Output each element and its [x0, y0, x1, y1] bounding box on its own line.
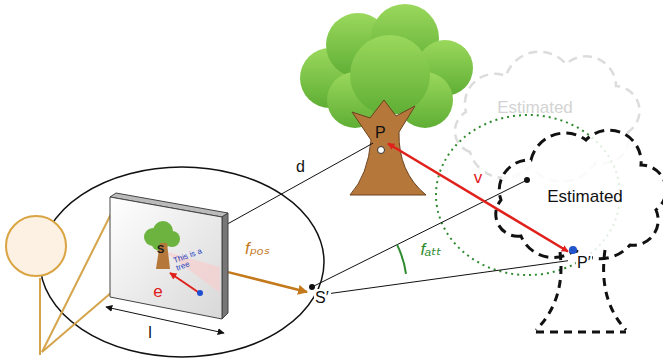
point-s-prime: S′: [307, 282, 331, 308]
observer-head: [6, 216, 66, 276]
edge-label: d: [294, 159, 307, 177]
error-arrow: [170, 273, 198, 292]
gaze-dot: [197, 290, 203, 296]
point-label: S′: [314, 289, 330, 307]
observer-line: [39, 278, 41, 355]
screen-top: [110, 193, 228, 217]
estimate-label-faint: Estimated: [497, 99, 573, 118]
illustration-part: [350, 35, 430, 115]
observer-line: [42, 292, 112, 352]
estimate-label: Estimated: [547, 188, 623, 207]
connector: [331, 261, 568, 294]
point-dot: [569, 246, 577, 254]
estimate-cloud: [496, 130, 663, 259]
view-wedge: [164, 251, 220, 293]
observer-figure: [6, 212, 112, 355]
connector: [228, 272, 307, 292]
dimension-label: l: [148, 324, 152, 342]
display-screen: S This is a tree: [108, 193, 228, 321]
point-label: P: [375, 124, 386, 142]
small-tree-trunk: [156, 243, 170, 269]
point-label: P′: [576, 254, 592, 272]
point-p: P: [373, 124, 388, 154]
angle-arc: [397, 245, 406, 274]
edge-label: fₚₒₛ: [243, 240, 272, 259]
estimate-trunk: [536, 250, 626, 332]
screen-face: [110, 197, 222, 319]
dimension-line: [106, 307, 224, 333]
point-dot: [378, 147, 385, 154]
point-p-prime: P′: [568, 245, 593, 273]
small-tree-canopy: [144, 221, 180, 251]
illustration-part: [604, 250, 626, 330]
screen-note: This is a tree: [172, 245, 211, 272]
screen-side: [222, 213, 228, 319]
illustration-part: [536, 331, 626, 334]
screen-outline: [108, 193, 228, 321]
estimate-center-dot: [524, 177, 530, 183]
edge-label: v: [472, 168, 485, 187]
point-dot: [309, 284, 315, 290]
angle-label: fₐₜₜ: [421, 241, 442, 260]
dimension-l: [106, 307, 224, 333]
view-ellipse: [40, 167, 324, 357]
connector: [388, 144, 568, 252]
tree-real: [300, 4, 473, 195]
connector: [228, 143, 373, 224]
screen-point-label: S: [157, 243, 164, 255]
error-label: e: [153, 283, 162, 302]
tree-trunk: [350, 100, 426, 195]
